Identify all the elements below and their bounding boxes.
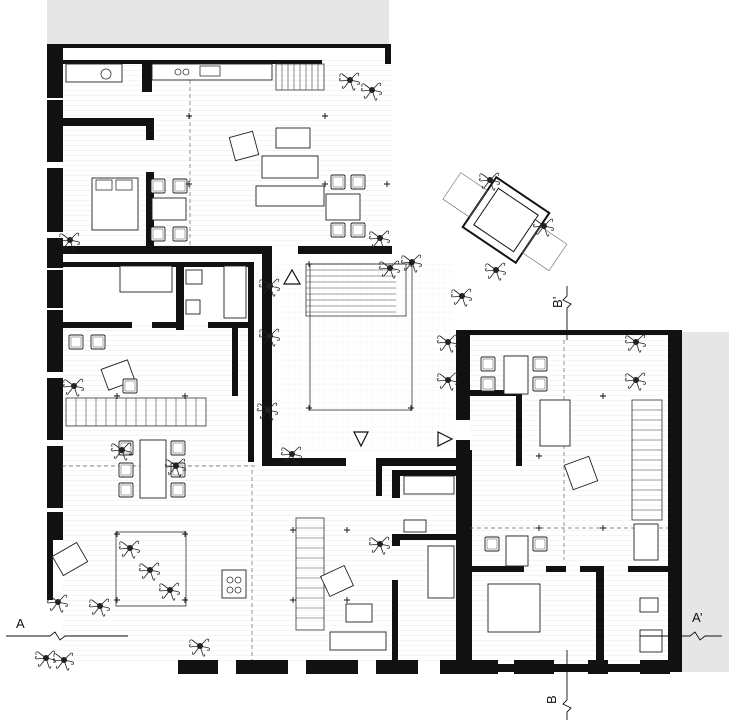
bed-1 — [91, 177, 139, 231]
pavilion — [442, 172, 568, 272]
courtyard — [305, 263, 413, 411]
entrance-arrow-down — [353, 431, 369, 448]
entrance-arrows — [282, 268, 454, 448]
furniture — [51, 63, 663, 653]
entrance-arrow-right — [437, 431, 454, 447]
section-label-a-prime: A’ — [692, 610, 703, 625]
section-label-a: A — [16, 616, 25, 631]
section-label-b-prime: B’ — [550, 296, 565, 308]
right-block-walls — [178, 330, 682, 674]
context-area-top — [47, 0, 389, 44]
entrance-arrow-up — [282, 268, 302, 285]
section-label-b: B — [544, 695, 559, 704]
section-line-b: B’ B — [544, 286, 572, 720]
courtyard-hatch — [275, 262, 455, 452]
bed-2 — [487, 583, 541, 633]
stair-lower — [295, 517, 325, 631]
stair-left — [65, 397, 207, 427]
upper-left-block-walls — [47, 44, 472, 600]
stair-upper — [275, 63, 325, 91]
stair-right — [631, 399, 663, 521]
column-markers — [114, 113, 606, 603]
section-line-a: A A’ — [6, 610, 722, 641]
